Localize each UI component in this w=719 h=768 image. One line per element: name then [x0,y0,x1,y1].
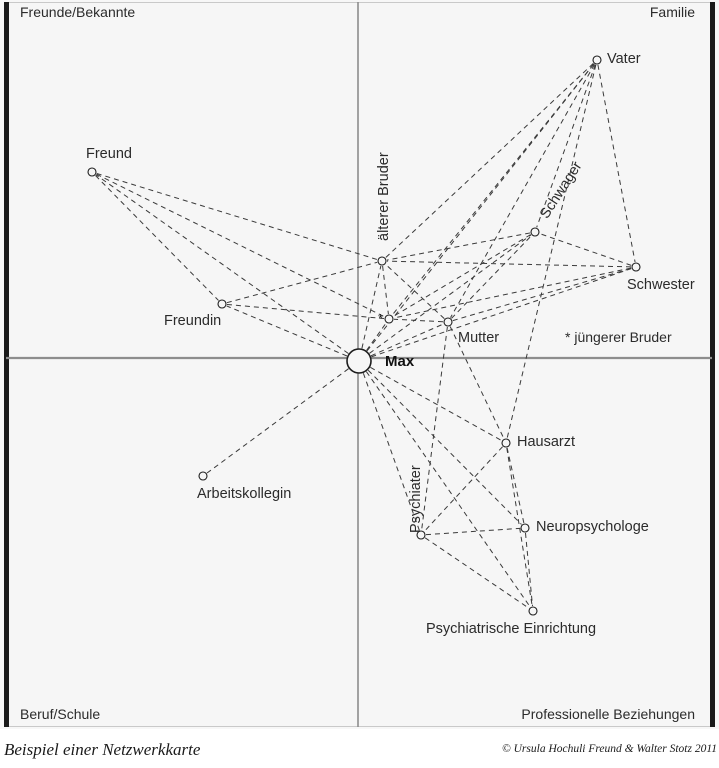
network-edge [369,234,532,354]
network-edge [393,267,632,319]
node-label-vater: Vater [607,51,641,67]
node-label-max: Max [385,353,415,370]
quadrant-label-bottom-left: Beruf/Schule [20,706,101,722]
network-edge [524,532,534,607]
network-edge [370,366,502,442]
node-label-neuropsy: Neuropsychologe [536,519,649,535]
network-node-arbeitskol[interactable] [198,471,208,481]
network-edge [95,175,219,301]
network-edge [451,235,532,319]
network-node-bruder_alt[interactable] [377,256,387,266]
footer-credit: © Ursula Hochuli Freund & Walter Stotz 2… [502,743,717,755]
network-edge [421,326,448,531]
network-edge [366,322,387,351]
network-node-freundin[interactable] [217,299,227,309]
network-edge [371,268,632,358]
network-edge [393,234,531,317]
network-edge [506,447,525,524]
network-node-bruder_jng[interactable] [384,314,394,324]
node-label-freundin: Freundin [164,313,222,329]
network-edge [385,63,594,258]
network-edge [370,323,444,357]
network-edge [226,305,348,357]
node-label-hausarzt: Hausarzt [517,434,576,450]
node-label-arbeitskol: Arbeitskollegin [197,486,292,502]
network-edge [449,326,505,439]
network-edge [425,527,521,536]
edges-group [95,63,636,609]
network-edge [597,64,636,263]
node-label-freund: Freund [86,146,132,162]
network-edge [424,537,530,609]
network-edge [96,172,378,261]
legend-younger-brother-note: * jüngerer Bruder [565,329,672,345]
network-edge [226,261,378,304]
node-label-psy_einr: Psychiatrische Einrichtung [426,621,597,637]
quadrant-label-bottom-right: Professionelle Beziehungen [521,706,695,722]
network-edge [450,64,595,318]
network-node-vater[interactable] [592,55,602,65]
network-edge [95,174,349,354]
frame-bar-right [710,2,715,727]
node-label-bruder_alt: älterer Bruder [376,152,392,241]
network-edge [366,63,595,352]
network-node-neuropsy[interactable] [520,523,530,533]
network-edge [382,265,389,315]
network-edge [393,318,444,323]
network-edge [96,173,385,318]
network-edge [506,64,597,439]
star-marker-icon: * [378,311,383,326]
footer: Beispiel einer Netzwerkkarte © Ursula Ho… [0,729,719,768]
footer-title: Beispiel einer Netzwerkkarte [4,740,201,759]
network-node-hausarzt[interactable] [501,438,511,448]
network-card: * Freunde/Bekannte Familie Beruf/Schule … [4,2,715,727]
node-label-psychiater: Psychiater [408,465,424,533]
node-label-mutter: Mutter [458,330,500,346]
network-graph: * [6,2,712,727]
nodes-group: * [87,55,641,616]
network-node-schwester[interactable] [631,262,641,272]
network-edge [367,369,522,525]
quadrant-label-top-right: Familie [649,4,695,20]
node-label-schwester: Schwester [627,277,695,293]
network-node-max[interactable] [346,348,372,374]
network-node-mutter[interactable] [443,317,453,327]
network-edge [386,260,632,268]
network-edge [539,233,632,266]
network-node-schwager[interactable] [530,227,540,237]
network-edge [536,64,596,228]
network-node-psy_einr[interactable] [528,606,538,616]
network-node-psychiater[interactable] [416,530,426,540]
network-node-freund[interactable] [87,167,97,177]
network-edge [424,446,503,532]
network-edge [206,368,349,474]
network-edge [226,303,385,320]
network-edge [386,232,531,261]
network-edge [452,267,632,322]
network-edge [366,371,531,608]
network-edge [362,373,420,531]
frame-bar-left [4,2,9,727]
quadrant-label-top-left: Freunde/Bekannte [20,4,136,20]
